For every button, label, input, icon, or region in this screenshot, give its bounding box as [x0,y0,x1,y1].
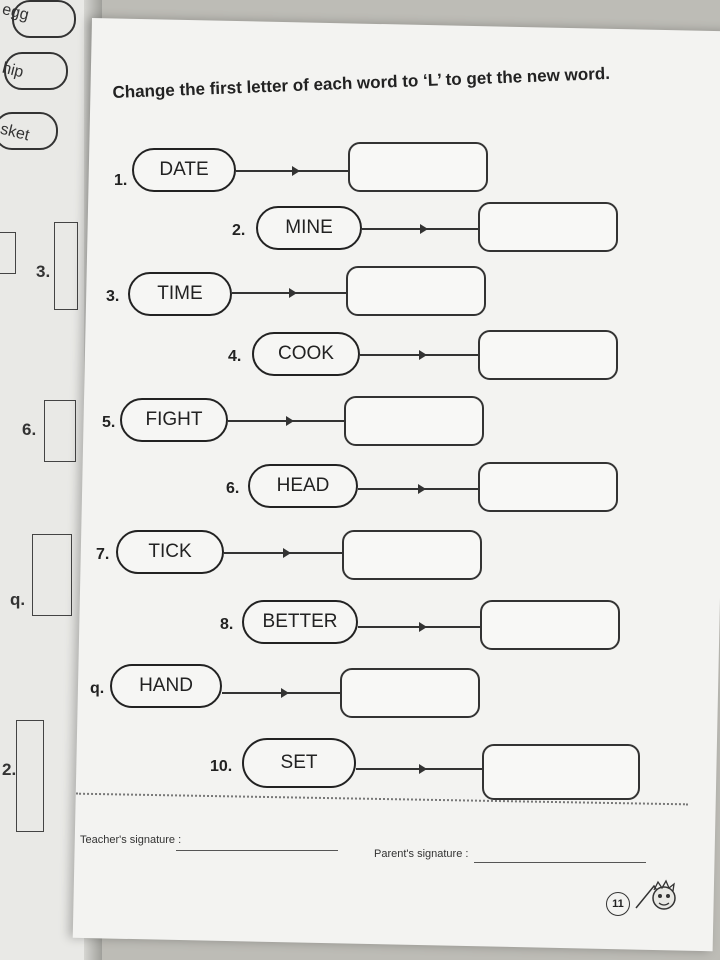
answer-box[interactable] [348,142,488,192]
arrow-icon [360,350,478,360]
word-pill: MINE [256,206,362,250]
left-box [0,232,16,274]
left-box [44,400,76,462]
left-number: 6. [22,420,37,439]
left-box [32,534,72,616]
item-number: 2. [232,222,246,239]
item-number: 7. [96,546,110,563]
word-pill: TICK [116,530,224,574]
parent-signature-line[interactable] [474,862,646,863]
word-pill: BETTER [242,600,358,644]
answer-box[interactable] [482,744,640,800]
answer-box[interactable] [340,668,480,718]
item-number: 3. [106,288,120,305]
item-number: 1. [114,172,128,189]
item-number: 4. [228,348,242,365]
left-pill [12,0,76,38]
left-number: 3. [36,262,51,281]
page-number: 11 [606,892,630,916]
item-number: 6. [226,480,240,497]
left-number: 2. [2,760,17,779]
word-pill: COOK [252,332,360,376]
item-number: 10. [210,758,233,775]
answer-box[interactable] [346,266,486,316]
left-number: q. [10,590,26,609]
left-page: egg hip sket 3. 6. q. 2. [0,0,96,960]
arrow-icon [362,224,478,234]
arrow-icon [358,622,480,632]
arrow-icon [228,416,344,426]
teacher-signature-label: Teacher's signature : [80,834,182,846]
answer-box[interactable] [480,600,620,650]
answer-box[interactable] [478,202,618,252]
answer-box[interactable] [344,396,484,446]
left-box [54,222,78,310]
left-pill [0,112,58,150]
word-pill: TIME [128,272,232,316]
word-pill: HEAD [248,464,358,508]
arrow-icon [236,166,348,176]
parent-signature-label: Parent's signature : [374,848,469,860]
item-number: 5. [102,414,116,431]
answer-box[interactable] [478,330,618,380]
word-pill: DATE [132,148,236,192]
arrow-icon [224,548,342,558]
arrow-icon [358,484,478,494]
word-pill: FIGHT [120,398,228,442]
word-pill: SET [242,738,356,788]
arrow-icon [232,288,346,298]
answer-box[interactable] [342,530,482,580]
teacher-signature-line[interactable] [176,850,338,851]
left-box [16,720,44,832]
mascot-icon [635,879,676,910]
word-pill: HAND [110,664,222,708]
item-number: 8. [220,616,234,633]
item-number: q. [90,680,105,697]
arrow-icon [222,688,340,698]
answer-box[interactable] [478,462,618,512]
arrow-icon [356,764,482,774]
left-pill [4,52,68,90]
